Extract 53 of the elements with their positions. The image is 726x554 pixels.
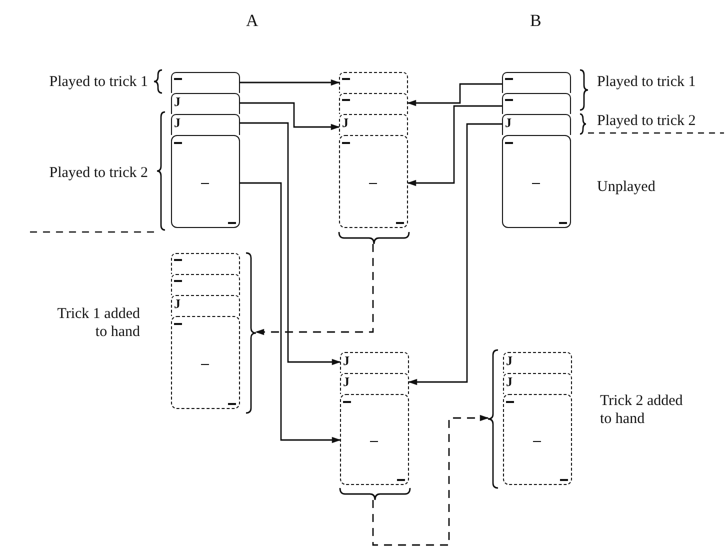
brace — [338, 232, 410, 245]
card-rank: J — [174, 116, 180, 130]
playing-card — [503, 352, 572, 373]
playing-card — [503, 373, 572, 394]
playing-card — [339, 135, 408, 228]
arrow — [255, 244, 374, 336]
card-rank: J — [174, 297, 180, 311]
caption-text: Trick 2 added to hand — [600, 392, 684, 428]
playing-card — [503, 394, 572, 485]
playing-card — [340, 394, 409, 485]
card-rank: J — [505, 116, 512, 130]
card-rank: J — [343, 375, 350, 389]
playing-card — [171, 114, 240, 135]
playing-card — [502, 93, 571, 114]
card-rank: J — [506, 354, 512, 368]
caption-text: Trick 1 added to hand — [56, 305, 140, 341]
playing-card — [502, 135, 571, 228]
card-rank: J — [343, 354, 350, 368]
playing-card — [339, 93, 408, 114]
caption-text: Played to trick 1 — [48, 73, 148, 91]
caption-text: Played to trick 2 — [597, 112, 696, 130]
arrow — [408, 123, 502, 386]
arrow — [240, 122, 341, 366]
playing-card — [171, 72, 240, 93]
playing-card — [340, 352, 409, 373]
arrow — [240, 79, 340, 86]
arrow — [407, 105, 502, 186]
playing-card — [339, 72, 408, 93]
playing-card — [171, 253, 240, 274]
caption-text: A — [246, 12, 258, 30]
brace — [487, 349, 498, 489]
card-rank: J — [506, 375, 512, 389]
card-rank: J — [174, 95, 180, 109]
playing-card — [171, 316, 240, 409]
playing-card — [502, 114, 571, 135]
playing-card — [340, 373, 409, 394]
caption-text: Played to trick 1 — [597, 73, 696, 91]
caption-text: Unplayed — [597, 178, 656, 196]
brace — [339, 488, 411, 501]
playing-card — [171, 135, 240, 228]
arrow — [240, 102, 340, 130]
playing-card — [339, 114, 408, 135]
arrow — [407, 83, 502, 106]
arrow — [372, 414, 489, 546]
caption-text: Played to trick 2 — [48, 164, 148, 182]
caption-text: B — [530, 12, 542, 30]
card-rank: J — [342, 116, 348, 130]
brace — [246, 252, 257, 414]
playing-card — [502, 72, 571, 93]
playing-card — [171, 274, 240, 295]
playing-card — [171, 295, 240, 316]
playing-card — [171, 93, 240, 114]
arrow — [240, 182, 341, 444]
